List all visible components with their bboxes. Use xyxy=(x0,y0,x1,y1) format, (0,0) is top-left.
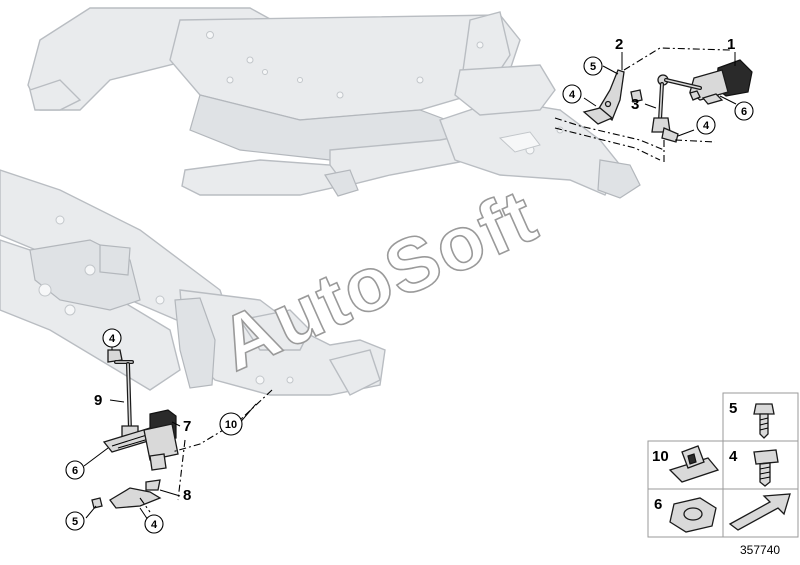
callout-4-lower-bottom: 4 xyxy=(151,519,158,531)
screw-icon xyxy=(753,403,775,439)
clip-icon xyxy=(668,445,720,483)
callout-8: 8 xyxy=(183,487,191,504)
front-subframe xyxy=(27,7,641,199)
legend-label-5: 5 xyxy=(729,400,737,417)
callout-4-lower-top: 4 xyxy=(109,333,116,345)
callout-5-upper: 5 xyxy=(590,61,596,73)
callout-2: 2 xyxy=(615,36,623,53)
diagram-id: 357740 xyxy=(740,543,780,557)
callout-7: 7 xyxy=(183,418,191,435)
callout-6-upper: 6 xyxy=(741,106,747,118)
bolt-icon xyxy=(753,449,779,487)
callout-5-lower: 5 xyxy=(72,516,78,528)
callout-10: 10 xyxy=(225,419,237,431)
parts-legend: 5 4 10 6 xyxy=(647,392,799,538)
rear-level-sensor-assembly xyxy=(91,349,273,513)
callout-6-lower: 6 xyxy=(72,465,78,477)
callout-4-upper-right: 4 xyxy=(703,120,710,132)
legend-label-6: 6 xyxy=(654,496,662,513)
legend-label-10: 10 xyxy=(652,448,669,465)
rear-subframe xyxy=(0,169,386,396)
bracket-2 xyxy=(597,69,625,122)
callout-1: 1 xyxy=(727,36,735,53)
arrow-icon xyxy=(728,493,791,531)
callouts: 1 2 3 5 4 6 4 4 9 7 10 6 8 5 4 xyxy=(65,36,754,534)
callout-3: 3 xyxy=(631,96,639,113)
nut-icon xyxy=(669,497,717,533)
front-level-sensor-assembly xyxy=(554,47,753,162)
callout-9: 9 xyxy=(94,392,102,409)
bracket-8 xyxy=(109,487,162,509)
legend-label-4: 4 xyxy=(729,448,738,465)
callout-4-upper-left: 4 xyxy=(569,89,576,101)
